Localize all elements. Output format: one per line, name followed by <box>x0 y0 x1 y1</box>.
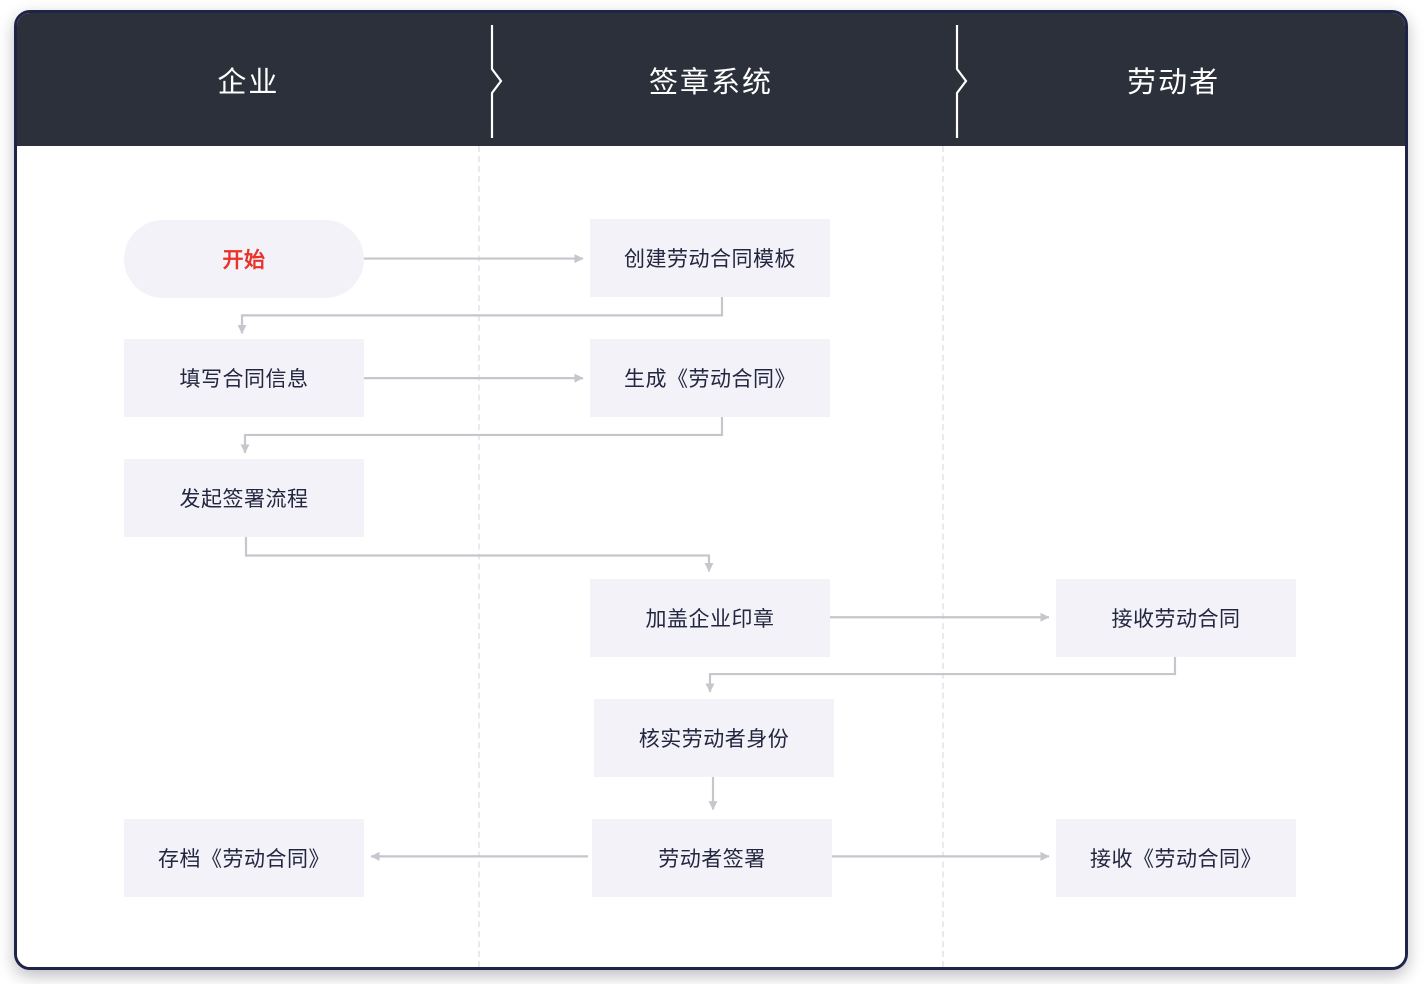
lane-title-enterprise: 企业 <box>17 13 480 146</box>
node-worker-sign-label: 劳动者签署 <box>658 848 766 871</box>
node-start-sign-flow[interactable]: 发起签署流程 <box>124 459 364 537</box>
node-create-template[interactable]: 创建劳动合同模板 <box>590 219 830 297</box>
lane-title-worker-label: 劳动者 <box>1127 66 1221 99</box>
edge-create-template-to-fill-info <box>237 296 724 334</box>
node-receive-contract[interactable]: 接收劳动合同 <box>1056 579 1296 657</box>
node-apply-company-seal[interactable]: 加盖企业印章 <box>590 579 830 657</box>
node-archive-contract[interactable]: 存档《劳动合同》 <box>124 819 364 897</box>
node-fill-contract-info[interactable]: 填写合同信息 <box>124 339 364 417</box>
node-start-label: 开始 <box>222 249 266 272</box>
swimlane-card: 企业 签章系统 劳动者 <box>14 10 1408 970</box>
lane-title-enterprise-label: 企业 <box>217 66 280 99</box>
node-apply-company-seal-label: 加盖企业印章 <box>645 608 775 631</box>
edge-generate-contract-to-start-sign <box>240 416 724 454</box>
node-worker-sign[interactable]: 劳动者签署 <box>592 819 832 897</box>
node-receive-contract-label: 接收劳动合同 <box>1111 608 1241 631</box>
node-verify-identity[interactable]: 核实劳动者身份 <box>594 699 834 777</box>
lane-title-worker: 劳动者 <box>942 13 1405 146</box>
node-create-template-label: 创建劳动合同模板 <box>624 248 796 271</box>
node-verify-identity-label: 核实劳动者身份 <box>638 728 790 751</box>
lane-header-bar: 企业 签章系统 劳动者 <box>17 13 1405 146</box>
lane-divider-2 <box>942 146 944 967</box>
node-receive-signed-label: 接收《劳动合同》 <box>1090 848 1262 871</box>
lane-body: 开始 创建劳动合同模板 填写合同信息 生成《劳动合同》 发起签署流程 加盖企业印… <box>17 146 1405 967</box>
node-generate-contract[interactable]: 生成《劳动合同》 <box>590 339 830 417</box>
lane-divider-1 <box>478 146 480 967</box>
node-start[interactable]: 开始 <box>124 220 364 298</box>
node-start-sign-flow-label: 发起签署流程 <box>179 488 309 511</box>
node-archive-contract-label: 存档《劳动合同》 <box>158 848 330 871</box>
lane-title-seal-system: 签章系统 <box>480 13 943 146</box>
node-receive-signed[interactable]: 接收《劳动合同》 <box>1056 819 1296 897</box>
node-fill-contract-info-label: 填写合同信息 <box>179 368 309 391</box>
lane-title-seal-system-label: 签章系统 <box>649 66 774 99</box>
node-generate-contract-label: 生成《劳动合同》 <box>624 368 796 391</box>
